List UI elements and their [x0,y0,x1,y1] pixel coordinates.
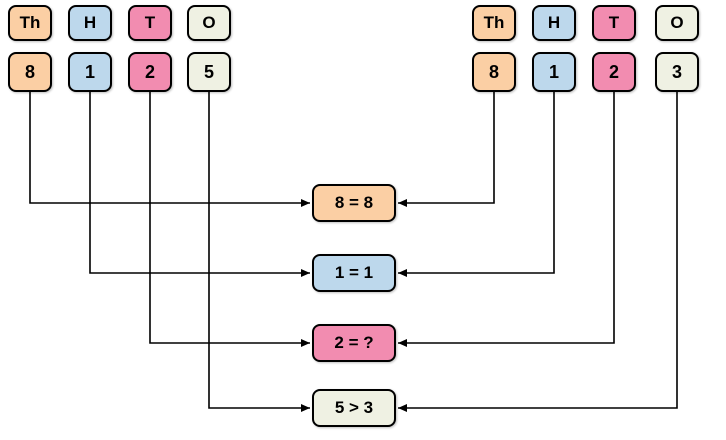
connector-left-ones [208,92,310,412]
right-digit-ones: 3 [655,52,699,92]
left-header-th: Th [8,5,52,41]
connector-right-ones [398,92,678,412]
comparison-thousands: 8 = 8 [312,184,396,222]
connector-right-tens [398,92,615,347]
connector-left-hundreds [89,92,310,277]
connector-right-hundreds [398,92,555,277]
right-digit-tens: 2 [592,52,636,92]
comparison-tens: 2 = ? [312,324,396,362]
comparison-ones: 5 > 3 [312,389,396,427]
left-digit-hundreds: 1 [68,52,112,92]
left-digit-thousands: 8 [8,52,52,92]
right-header-h: H [532,5,576,41]
left-header-o: O [187,5,231,41]
left-header-t: T [128,5,172,41]
right-header-o: O [655,5,699,41]
right-header-t: T [592,5,636,41]
right-digit-thousands: 8 [472,52,516,92]
comparison-hundreds: 1 = 1 [312,254,396,292]
left-header-h: H [68,5,112,41]
right-header-th: Th [472,5,516,41]
right-digit-hundreds: 1 [532,52,576,92]
connector-right-thousands [398,92,495,207]
connector-left-thousands [29,92,310,207]
connector-left-tens [149,92,310,347]
left-digit-tens: 2 [128,52,172,92]
left-digit-ones: 5 [187,52,231,92]
